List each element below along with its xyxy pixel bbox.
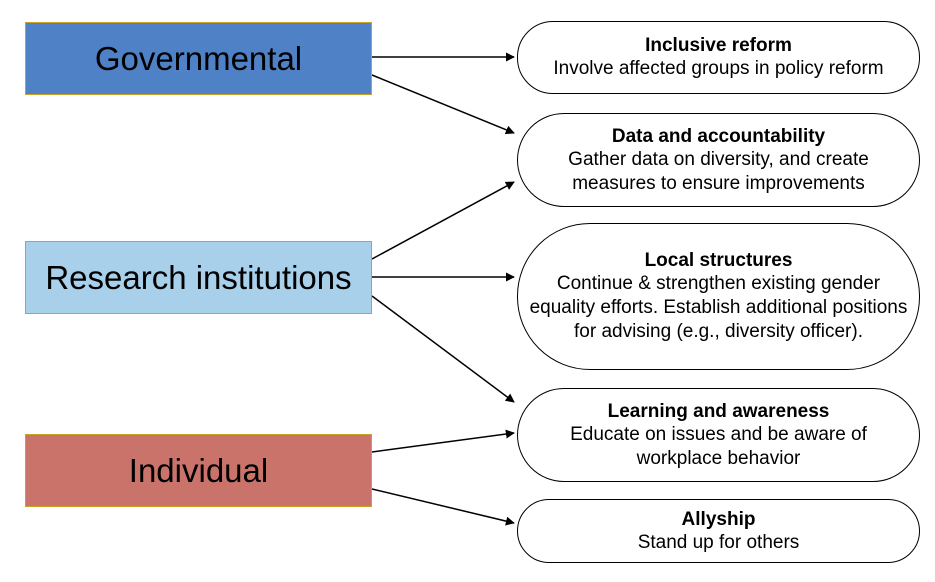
actor-label-research-institutions: Research institutions: [45, 258, 352, 296]
action-learning-awareness: Learning and awareness Educate on issues…: [517, 388, 920, 482]
arrow-2: [371, 181, 515, 260]
arrow-1: [371, 74, 515, 135]
action-allyship: Allyship Stand up for others: [517, 499, 920, 563]
arrow-5: [371, 429, 515, 453]
action-description: Stand up for others: [637, 531, 800, 553]
action-title: Allyship: [681, 508, 756, 530]
actor-label-governmental: Governmental: [94, 39, 303, 77]
action-title: Local structures: [644, 250, 793, 271]
action-local-structures: Local structures Continue & strengthen e…: [517, 223, 920, 370]
actor-label-individual: Individual: [128, 451, 269, 489]
actor-research-institutions: Research institutions: [25, 241, 372, 314]
action-data-accountability: Data and accountability Gather data on d…: [517, 113, 920, 207]
actor-individual: Individual: [25, 434, 372, 507]
action-description: Educate on issues and be aware of workpl…: [570, 423, 867, 469]
actor-governmental: Governmental: [25, 22, 372, 95]
action-description: Continue & strengthen existing gender eq…: [529, 273, 908, 342]
action-description: Involve affected groups in policy reform: [553, 58, 884, 79]
arrow-4: [371, 295, 515, 403]
action-description: Gather data on diversity, and create mea…: [568, 148, 869, 194]
action-title: Inclusive reform: [645, 35, 792, 56]
action-title: Data and accountability: [611, 125, 826, 147]
action-inclusive-reform: Inclusive reform Involve affected groups…: [517, 21, 920, 94]
action-title: Learning and awareness: [607, 400, 830, 422]
arrow-6: [371, 488, 515, 526]
